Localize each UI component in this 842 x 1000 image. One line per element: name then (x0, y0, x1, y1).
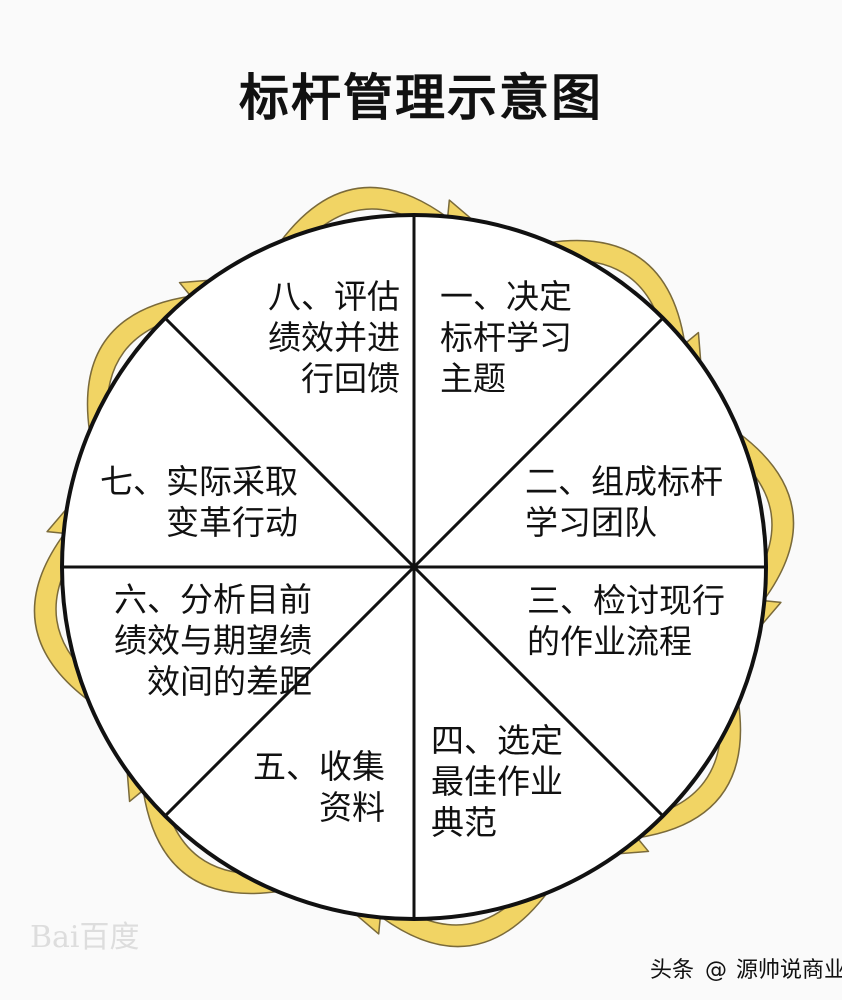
step-8-line-2: 绩效并进 (268, 318, 400, 357)
step-1-line-1: 一、决定 (440, 277, 572, 316)
step-labels: 一、决定标杆学习主题二、组成标杆学习团队三、检讨现行的作业流程四、选定最佳作业典… (100, 277, 725, 842)
step-2-line-2: 学习团队 (525, 503, 657, 542)
step-4-line-3: 典范 (431, 803, 497, 842)
source-at-sign: @ (705, 958, 728, 983)
step-2-line-1: 二、组成标杆 (525, 462, 723, 501)
source-watermark: 头条 @ 源帅说商业 (650, 952, 842, 984)
wheel-spoke (164, 317, 664, 817)
step-5-line-1: 五、收集 (253, 747, 385, 786)
step-6-line-2: 绩效与期望绩 (114, 621, 312, 660)
step-6-line-3: 效间的差距 (147, 662, 312, 701)
step-1-line-2: 标杆学习 (440, 318, 572, 357)
step-7-line-2: 变革行动 (166, 503, 298, 542)
step-3-line-1: 三、检讨现行 (527, 581, 725, 620)
step-1-line-3: 主题 (440, 359, 506, 398)
step-6-line-1: 六、分析目前 (114, 580, 312, 619)
step-8-line-3: 行回馈 (301, 359, 400, 398)
diagram-title: 标杆管理示意图 (239, 69, 603, 127)
step-8-line-1: 八、评估 (268, 277, 400, 316)
step-7-line-1: 七、实际采取 (100, 462, 298, 501)
step-5-line-2: 资料 (319, 788, 385, 827)
source-author: 源帅说商业 (736, 958, 842, 983)
step-4-line-2: 最佳作业 (431, 762, 563, 801)
baidu-watermark: Bai百度 (30, 920, 140, 955)
step-3-line-2: 的作业流程 (527, 622, 692, 661)
source-platform: 头条 (650, 958, 695, 983)
step-4-line-1: 四、选定 (431, 721, 563, 760)
cycle-wheel (60, 213, 768, 921)
